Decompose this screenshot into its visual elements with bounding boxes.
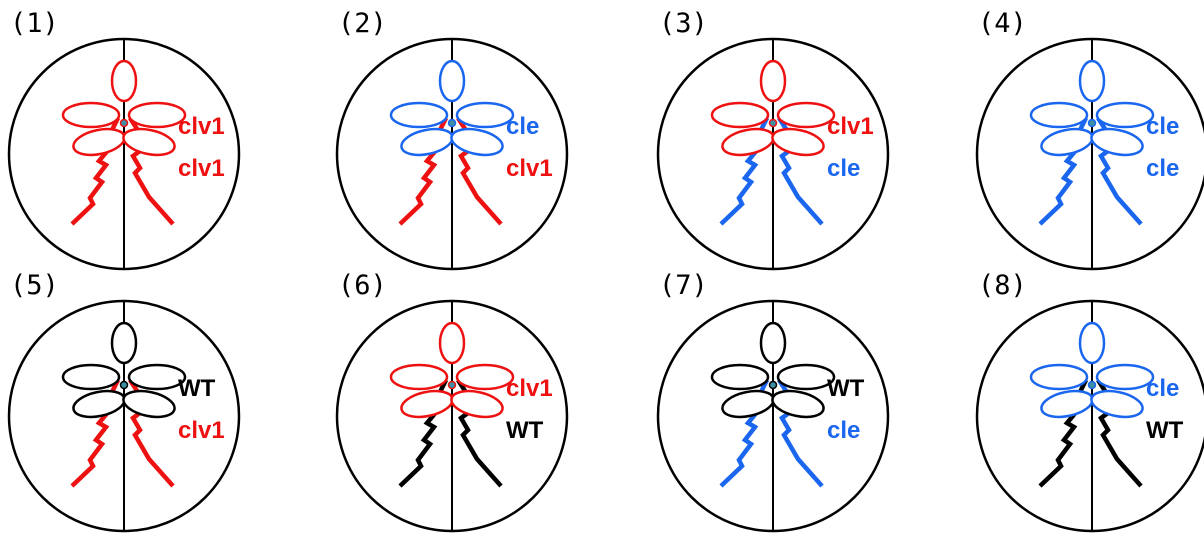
petal (72, 389, 126, 419)
root-genotype-label: cle (827, 417, 860, 444)
petal (1078, 59, 1106, 103)
petal (771, 389, 825, 419)
petal (776, 363, 836, 391)
root-genotype-label: clv1 (178, 155, 225, 182)
shoot-genotype-label: cle (506, 113, 539, 140)
petal (1095, 101, 1155, 129)
petal (776, 101, 836, 129)
petal (1090, 127, 1144, 157)
panel-label: (1) (10, 8, 59, 39)
shoot-genotype-label: WT (178, 375, 216, 402)
petal (721, 127, 775, 157)
petal (1040, 389, 1094, 419)
petal (110, 59, 138, 103)
petal (400, 127, 454, 157)
petal (771, 127, 825, 157)
petal (455, 101, 515, 129)
root-genotype-label: clv1 (178, 417, 225, 444)
petal (1040, 127, 1094, 157)
petal (122, 389, 176, 419)
petal (61, 101, 121, 129)
petal (1029, 363, 1089, 391)
petal (72, 127, 126, 157)
petal (450, 127, 504, 157)
petal (438, 321, 466, 365)
root-genotype-label: WT (506, 417, 544, 444)
graft-panel: (4) cle cle (975, 8, 1204, 271)
petal (450, 389, 504, 419)
petal (127, 363, 187, 391)
panel-label: (2) (338, 8, 387, 39)
graft-panel: (1) clv1 clv1 (7, 8, 241, 271)
graft-panel: (7) WT cle (656, 270, 890, 533)
petal (400, 389, 454, 419)
panel-label: (6) (338, 270, 387, 301)
petal (61, 363, 121, 391)
panel-label: (3) (659, 8, 708, 39)
petal (1090, 389, 1144, 419)
shoot-genotype-label: clv1 (827, 113, 874, 140)
panel-label: (4) (978, 8, 1027, 39)
flower-center (768, 118, 778, 128)
petal (1078, 321, 1106, 365)
shoot-genotype-label: cle (1146, 113, 1179, 140)
root-genotype-label: clv1 (506, 155, 553, 182)
petal (110, 321, 138, 365)
panel-label: (7) (659, 270, 708, 301)
shoot-genotype-label: clv1 (178, 113, 225, 140)
petal (438, 59, 466, 103)
root-genotype-label: cle (1146, 155, 1179, 182)
petal (455, 363, 515, 391)
flower-center (119, 380, 129, 390)
flower-center (447, 380, 457, 390)
petal (710, 101, 770, 129)
petal (1029, 101, 1089, 129)
flower-center (447, 118, 457, 128)
petal (127, 101, 187, 129)
petal (389, 363, 449, 391)
petal (759, 321, 787, 365)
flower-center (119, 118, 129, 128)
petal (710, 363, 770, 391)
root-genotype-label: WT (1146, 417, 1184, 444)
shoot-genotype-label: cle (1146, 375, 1179, 402)
shoot-genotype-label: clv1 (506, 375, 553, 402)
flower-center (1087, 118, 1097, 128)
petal (759, 59, 787, 103)
petal (721, 389, 775, 419)
panel-label: (5) (10, 270, 59, 301)
shoot-genotype-label: WT (827, 375, 865, 402)
petal (1095, 363, 1155, 391)
petal (389, 101, 449, 129)
graft-panel: (5) WT clv1 (7, 270, 241, 533)
root-genotype-label: cle (827, 155, 860, 182)
flower-center (1087, 380, 1097, 390)
petal (122, 127, 176, 157)
flower-center (768, 380, 778, 390)
graft-panel: (2) cle clv1 (335, 8, 569, 271)
graft-panel: (3) clv1 cle (656, 8, 890, 271)
panel-label: (8) (978, 270, 1027, 301)
